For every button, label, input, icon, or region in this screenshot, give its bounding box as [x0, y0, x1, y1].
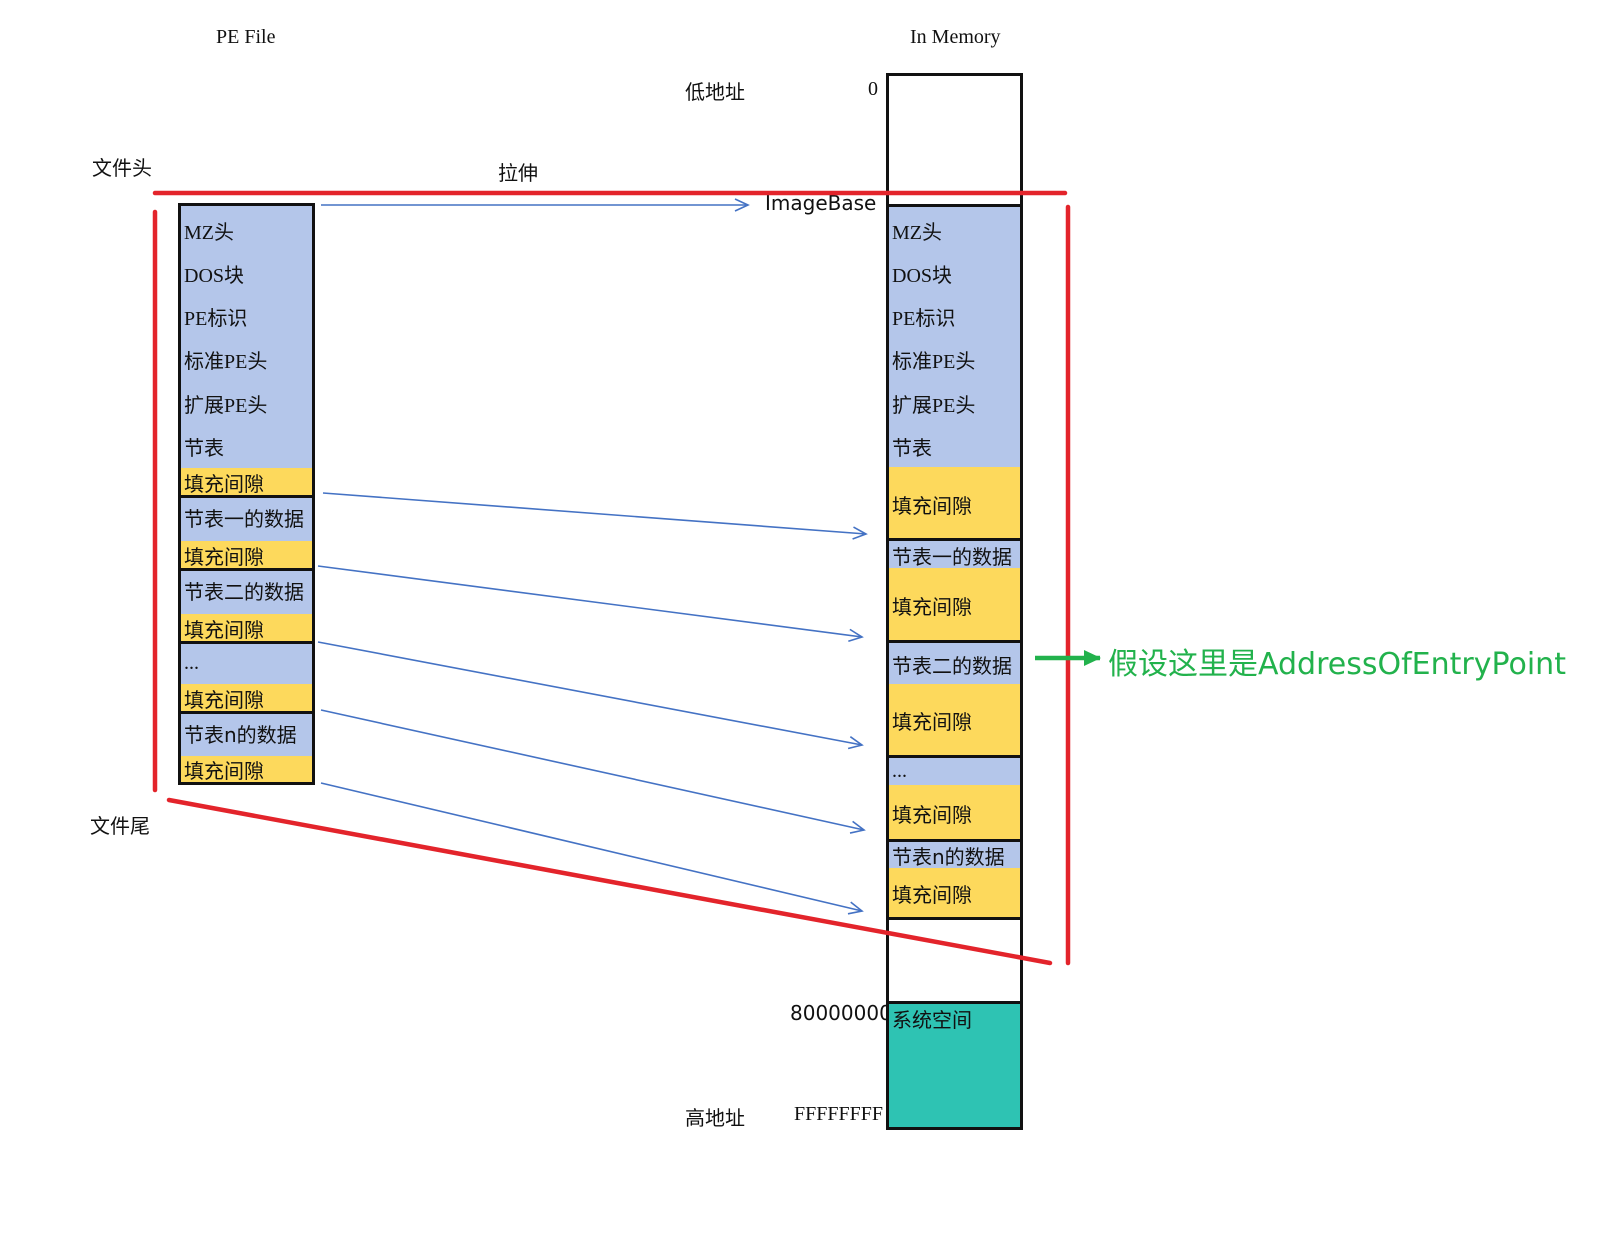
mem-section-1-label: 节表一的数据 [892, 545, 1012, 569]
red-bottom-line [166, 797, 1053, 966]
mem-row-mz-header: MZ头 [892, 222, 942, 244]
pe-row-mz-header: MZ头 [184, 222, 234, 244]
mem-section-more-label: ... [892, 760, 907, 782]
pe-row-file-header: 标准PE头 [184, 351, 268, 373]
mem-padding-3: 填充间隙 [889, 684, 1020, 755]
max-address-label: FFFFFFFF [794, 1103, 883, 1125]
mem-padding-1: 填充间隙 [889, 467, 1020, 538]
mem-padding-4-label: 填充间隙 [892, 803, 972, 827]
file-head-label: 文件头 [92, 156, 152, 180]
pe-section-more-label: ... [184, 652, 199, 674]
mem-padding-2-label: 填充间隙 [892, 595, 972, 619]
mem-header-block: MZ头 DOS块 PE标识 标准PE头 扩展PE头 节表 [889, 204, 1020, 467]
low-address-label: 低地址 [685, 80, 745, 104]
pe-padding-1-label: 填充间隙 [184, 472, 264, 496]
mem-padding-4: 填充间隙 [889, 785, 1020, 839]
pe-padding-4-label: 填充间隙 [184, 688, 264, 712]
pe-header-block: MZ头 DOS块 PE标识 标准PE头 扩展PE头 节表 [181, 206, 312, 468]
arrow-file-end [320, 782, 864, 915]
arrow-section-1 [322, 492, 868, 540]
pe-section-1: 节表一的数据 [181, 495, 312, 541]
entry-point-note: 假设这里是AddressOfEntryPoint [1108, 647, 1566, 682]
mem-section-n-label: 节表n的数据 [892, 845, 1005, 869]
pe-padding-5: 填充间隙 [181, 756, 312, 783]
pe-padding-2-label: 填充间隙 [184, 545, 264, 569]
pe-section-2: 节表二的数据 [181, 568, 312, 614]
file-tail-label: 文件尾 [90, 814, 150, 838]
arrow-section-more [317, 641, 864, 750]
pe-padding-1: 填充间隙 [181, 468, 312, 496]
pe-padding-4: 填充间隙 [181, 684, 312, 712]
mem-padding-3-label: 填充间隙 [892, 710, 972, 734]
pe-section-more: ... [181, 641, 312, 684]
mem-row-dos-stub: DOS块 [892, 265, 953, 287]
pe-row-optional-header: 扩展PE头 [184, 395, 268, 417]
memory-column: MZ头 DOS块 PE标识 标准PE头 扩展PE头 节表 填充间隙 节表一的数据… [886, 73, 1023, 1130]
mem-padding-1-label: 填充间隙 [892, 494, 972, 518]
pe-padding-3-label: 填充间隙 [184, 618, 264, 642]
pe-section-n-label: 节表n的数据 [184, 723, 297, 747]
system-address-label: 80000000 [790, 1001, 892, 1025]
pe-row-section-table: 节表 [184, 438, 224, 460]
pe-file-title: PE File [216, 26, 276, 48]
red-frame [152, 190, 1071, 966]
mem-free-space [889, 917, 1020, 1001]
mem-section-1: 节表一的数据 [889, 538, 1020, 569]
pe-section-n: 节表n的数据 [181, 711, 312, 756]
arrow-section-2 [317, 565, 864, 643]
high-address-label: 高地址 [685, 1106, 745, 1130]
mem-section-2-label: 节表二的数据 [892, 654, 1012, 678]
pe-padding-5-label: 填充间隙 [184, 759, 264, 783]
pe-row-dos-stub: DOS块 [184, 265, 245, 287]
mem-section-more: ... [889, 755, 1020, 785]
mem-row-section-table: 节表 [892, 438, 932, 460]
pe-padding-2: 填充间隙 [181, 541, 312, 569]
mem-padding-5-label: 填充间隙 [892, 883, 972, 907]
mem-system-space: 系统空间 [889, 1001, 1020, 1127]
pe-padding-3: 填充间隙 [181, 614, 312, 642]
mem-padding-2: 填充间隙 [889, 568, 1020, 640]
mem-row-optional-header: 扩展PE头 [892, 395, 976, 417]
address-zero-label: 0 [868, 78, 878, 100]
mem-row-file-header: 标准PE头 [892, 351, 976, 373]
mem-section-n: 节表n的数据 [889, 839, 1020, 869]
pe-file-column: MZ头 DOS块 PE标识 标准PE头 扩展PE头 节表 填充间隙 节表一的数据… [178, 203, 315, 785]
stretch-label: 拉伸 [498, 161, 538, 185]
arrow-section-n [320, 709, 866, 834]
pe-section-2-label: 节表二的数据 [184, 580, 304, 604]
pe-section-1-label: 节表一的数据 [184, 507, 304, 531]
mem-row-pe-signature: PE标识 [892, 308, 956, 330]
mem-low-space [889, 76, 1020, 204]
in-memory-title: In Memory [910, 26, 1001, 48]
mem-section-2: 节表二的数据 [889, 640, 1020, 684]
mem-padding-5: 填充间隙 [889, 868, 1020, 917]
pe-row-pe-signature: PE标识 [184, 308, 248, 330]
mem-system-space-label: 系统空间 [892, 1008, 972, 1032]
blue-arrows [317, 198, 868, 915]
